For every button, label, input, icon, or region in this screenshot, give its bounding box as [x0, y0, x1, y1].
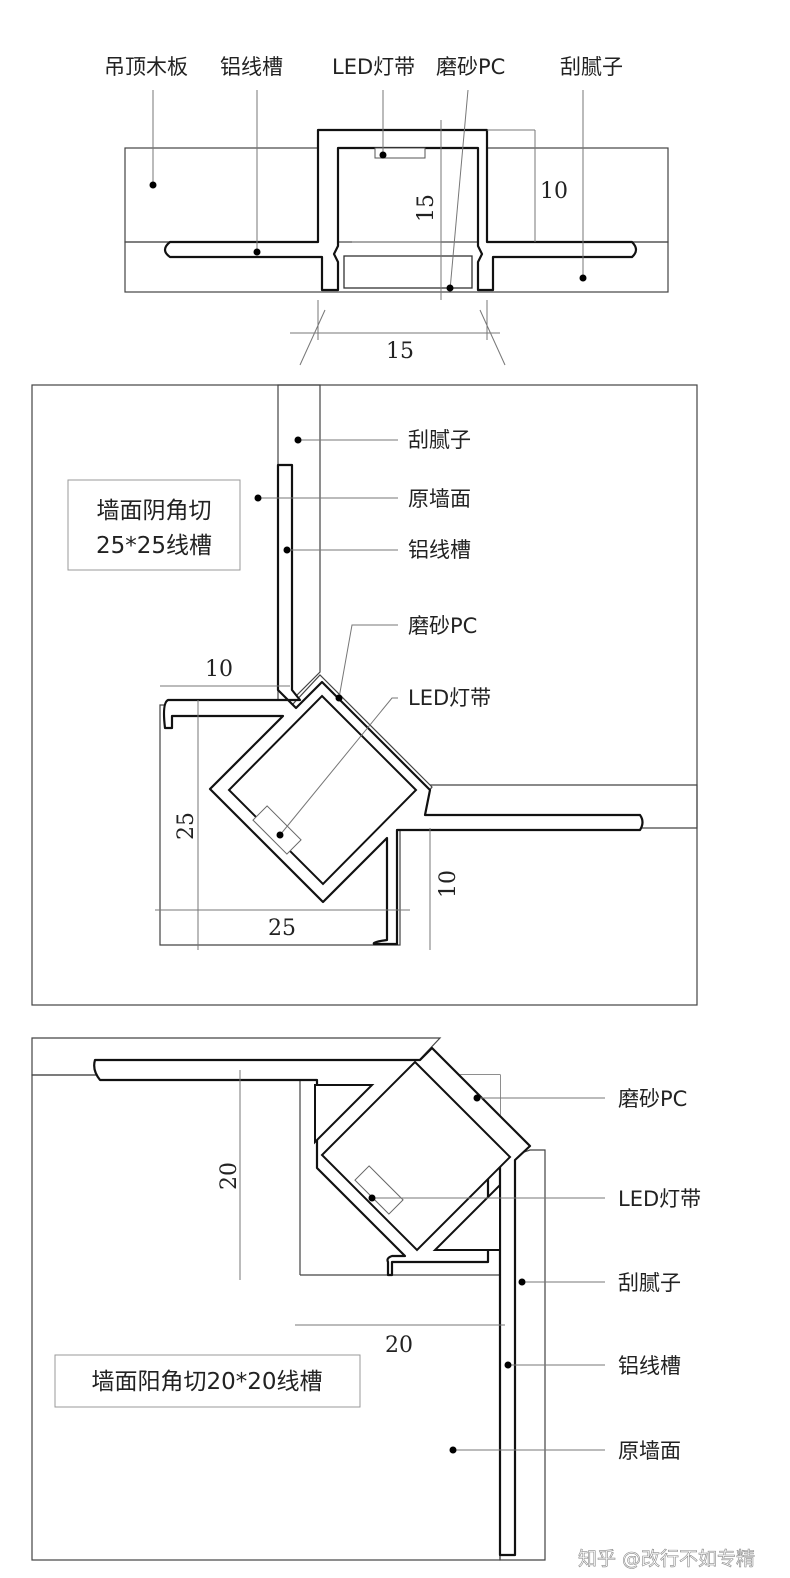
label-aluminum-channel: 铝线槽 — [220, 55, 283, 79]
title-line-2: 25*25线槽 — [96, 533, 212, 559]
label-putty: 刮腻子 — [560, 55, 623, 79]
dim-right-10: 10 — [436, 870, 461, 898]
label-led-strip: LED灯带 — [618, 1187, 701, 1211]
dim-vertical-20: 20 — [217, 1162, 242, 1190]
outer-corner-section: 墙面阳角切20*20线槽 20 20 磨砂PC LED灯带 刮腻子 铝线槽 原墙… — [31, 1037, 701, 1561]
label-frosted-pc: 磨砂PC — [436, 55, 505, 79]
title-box — [54, 1354, 361, 1408]
title: 墙面阳角切20*20线槽 — [91, 1369, 322, 1395]
dim-width-15: 15 — [386, 339, 414, 364]
dim-height-15: 15 — [414, 194, 439, 222]
ceiling-board-left — [124, 147, 319, 243]
ceiling-board-right — [486, 147, 669, 243]
title-box — [67, 479, 241, 571]
label-putty: 刮腻子 — [408, 428, 471, 452]
led-strip — [374, 147, 426, 159]
title-line-1: 墙面阴角切 — [97, 498, 212, 524]
wall-hatch — [31, 384, 698, 1006]
dim-horizontal-25: 25 — [268, 916, 296, 941]
ceiling-channel-section: 吊顶木板 铝线槽 LED灯带 磨砂PC 刮腻子 15 10 15 — [104, 55, 669, 366]
frosted-pc-cover — [343, 255, 473, 289]
label-putty: 刮腻子 — [618, 1271, 681, 1295]
watermark: 知乎 @改行不如专精 — [578, 1548, 755, 1570]
label-original-wall: 原墙面 — [408, 487, 471, 511]
led-strip — [252, 805, 302, 855]
label-ceiling-board: 吊顶木板 — [104, 55, 188, 79]
label-aluminum-channel: 铝线槽 — [408, 538, 471, 562]
aluminum-channel-profile — [163, 128, 638, 292]
dim-horizontal-20: 20 — [385, 1333, 413, 1358]
label-led-strip: LED灯带 — [332, 55, 415, 79]
dim-vertical-25: 25 — [174, 812, 199, 840]
label-frosted-pc: 磨砂PC — [618, 1087, 687, 1111]
inner-corner-section: 墙面阴角切 25*25线槽 10 25 25 10 刮腻子 原墙面 铝线槽 磨砂… — [31, 384, 698, 1006]
label-frosted-pc: 磨砂PC — [408, 614, 477, 638]
label-led-strip: LED灯带 — [408, 686, 491, 710]
dim-top-10: 10 — [205, 657, 233, 682]
dim-depth-10: 10 — [540, 179, 568, 204]
label-original-wall: 原墙面 — [618, 1439, 681, 1463]
label-aluminum-channel: 铝线槽 — [618, 1354, 681, 1378]
